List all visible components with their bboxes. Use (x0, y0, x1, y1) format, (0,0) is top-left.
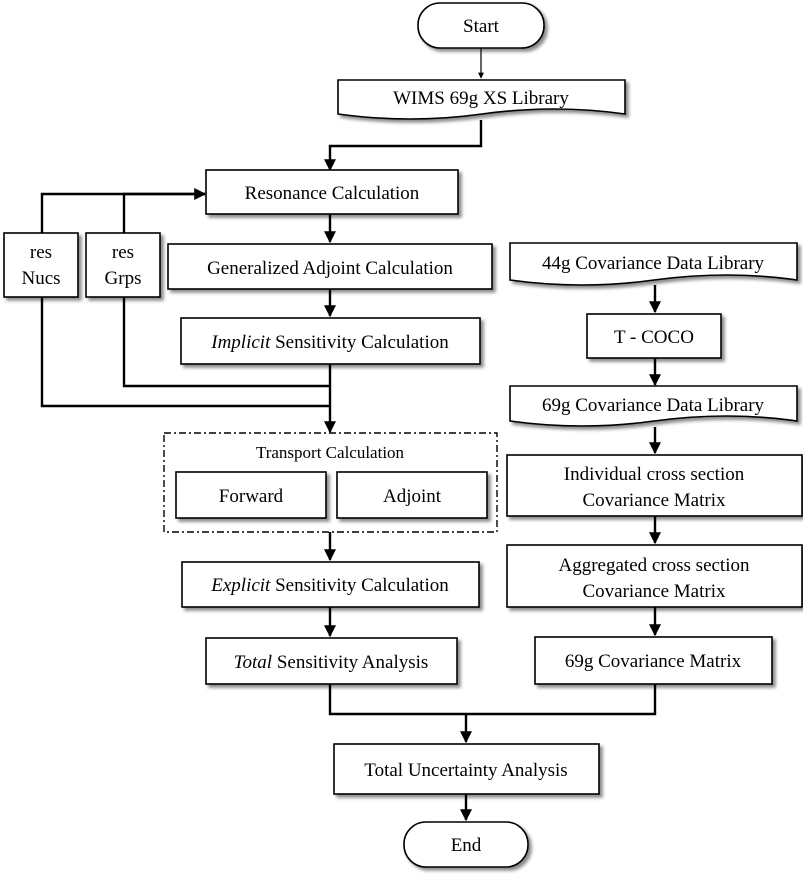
cov69-library-label: 69g Covariance Data Library (542, 395, 765, 416)
resonance-calculation-label: Resonance Calculation (245, 183, 420, 204)
total-rest: Sensitivity Analysis (272, 652, 428, 673)
tcoco-node: T - COCO (586, 313, 722, 359)
explicit-italic: Explicit (210, 575, 271, 596)
end-label: End (451, 835, 482, 856)
res-grps-node: res Grps (85, 232, 161, 298)
total-uncertainty-node: Total Uncertainty Analysis (333, 743, 600, 795)
total-uncertainty-label: Total Uncertainty Analysis (364, 760, 567, 781)
res-nucs-node: res Nucs (3, 232, 79, 298)
res-nucs-line2: Nucs (21, 268, 60, 289)
tcoco-label: T - COCO (614, 327, 694, 348)
implicit-sensitivity-node: Implicit Sensitivity Calculation (180, 317, 481, 365)
implicit-sensitivity-label: Implicit Sensitivity Calculation (210, 332, 449, 353)
generalized-adjoint-label: Generalized Adjoint Calculation (207, 258, 453, 279)
cov44-library-label: 44g Covariance Data Library (542, 253, 765, 274)
aggregated-covariance-node: Aggregated cross section Covariance Matr… (506, 544, 803, 608)
cov69-library-node: 69g Covariance Data Library (509, 385, 798, 427)
aggregated-line2: Covariance Matrix (583, 581, 726, 602)
total-sensitivity-label: Total Sensitivity Analysis (234, 652, 429, 673)
res-grps-line1: res (112, 242, 134, 263)
connectors (40, 48, 661, 822)
wims-library-node: WIMS 69g XS Library (337, 79, 626, 120)
res-grps-line2: Grps (105, 268, 142, 289)
edge-merge (328, 684, 657, 716)
explicit-rest: Sensitivity Calculation (270, 575, 449, 596)
adjoint-node: Adjoint (336, 471, 488, 519)
adjoint-label: Adjoint (383, 486, 442, 507)
resonance-calculation-node: Resonance Calculation (205, 169, 459, 215)
res-nucs-line1: res (30, 242, 52, 263)
total-sensitivity-node: Total Sensitivity Analysis (205, 637, 458, 685)
transport-calculation-label: Transport Calculation (256, 443, 405, 462)
individual-covariance-node: Individual cross section Covariance Matr… (506, 454, 803, 517)
generalized-adjoint-node: Generalized Adjoint Calculation (167, 243, 493, 290)
implicit-italic: Implicit (210, 332, 271, 353)
explicit-sensitivity-node: Explicit Sensitivity Calculation (181, 561, 480, 608)
aggregated-line1: Aggregated cross section (559, 555, 750, 576)
implicit-rest: Sensitivity Calculation (270, 332, 449, 353)
explicit-sensitivity-label: Explicit Sensitivity Calculation (210, 575, 449, 596)
start-node: Start (417, 2, 545, 49)
individual-line2: Covariance Matrix (583, 490, 726, 511)
transport-calculation-group: Transport Calculation Forward Adjoint (163, 432, 498, 533)
cov44-library-node: 44g Covariance Data Library (509, 242, 798, 286)
wims-library-label: WIMS 69g XS Library (393, 88, 569, 109)
end-node: End (403, 821, 529, 868)
forward-label: Forward (219, 486, 284, 507)
forward-node: Forward (175, 471, 327, 519)
individual-line1: Individual cross section (564, 464, 745, 485)
total-italic: Total (234, 652, 272, 673)
cov69-matrix-node: 69g Covariance Matrix (534, 636, 773, 685)
start-label: Start (463, 16, 500, 37)
edge-wims-resonance (324, 120, 483, 172)
cov69-matrix-label: 69g Covariance Matrix (565, 651, 742, 672)
edge-loop-res-nucs (40, 192, 330, 408)
